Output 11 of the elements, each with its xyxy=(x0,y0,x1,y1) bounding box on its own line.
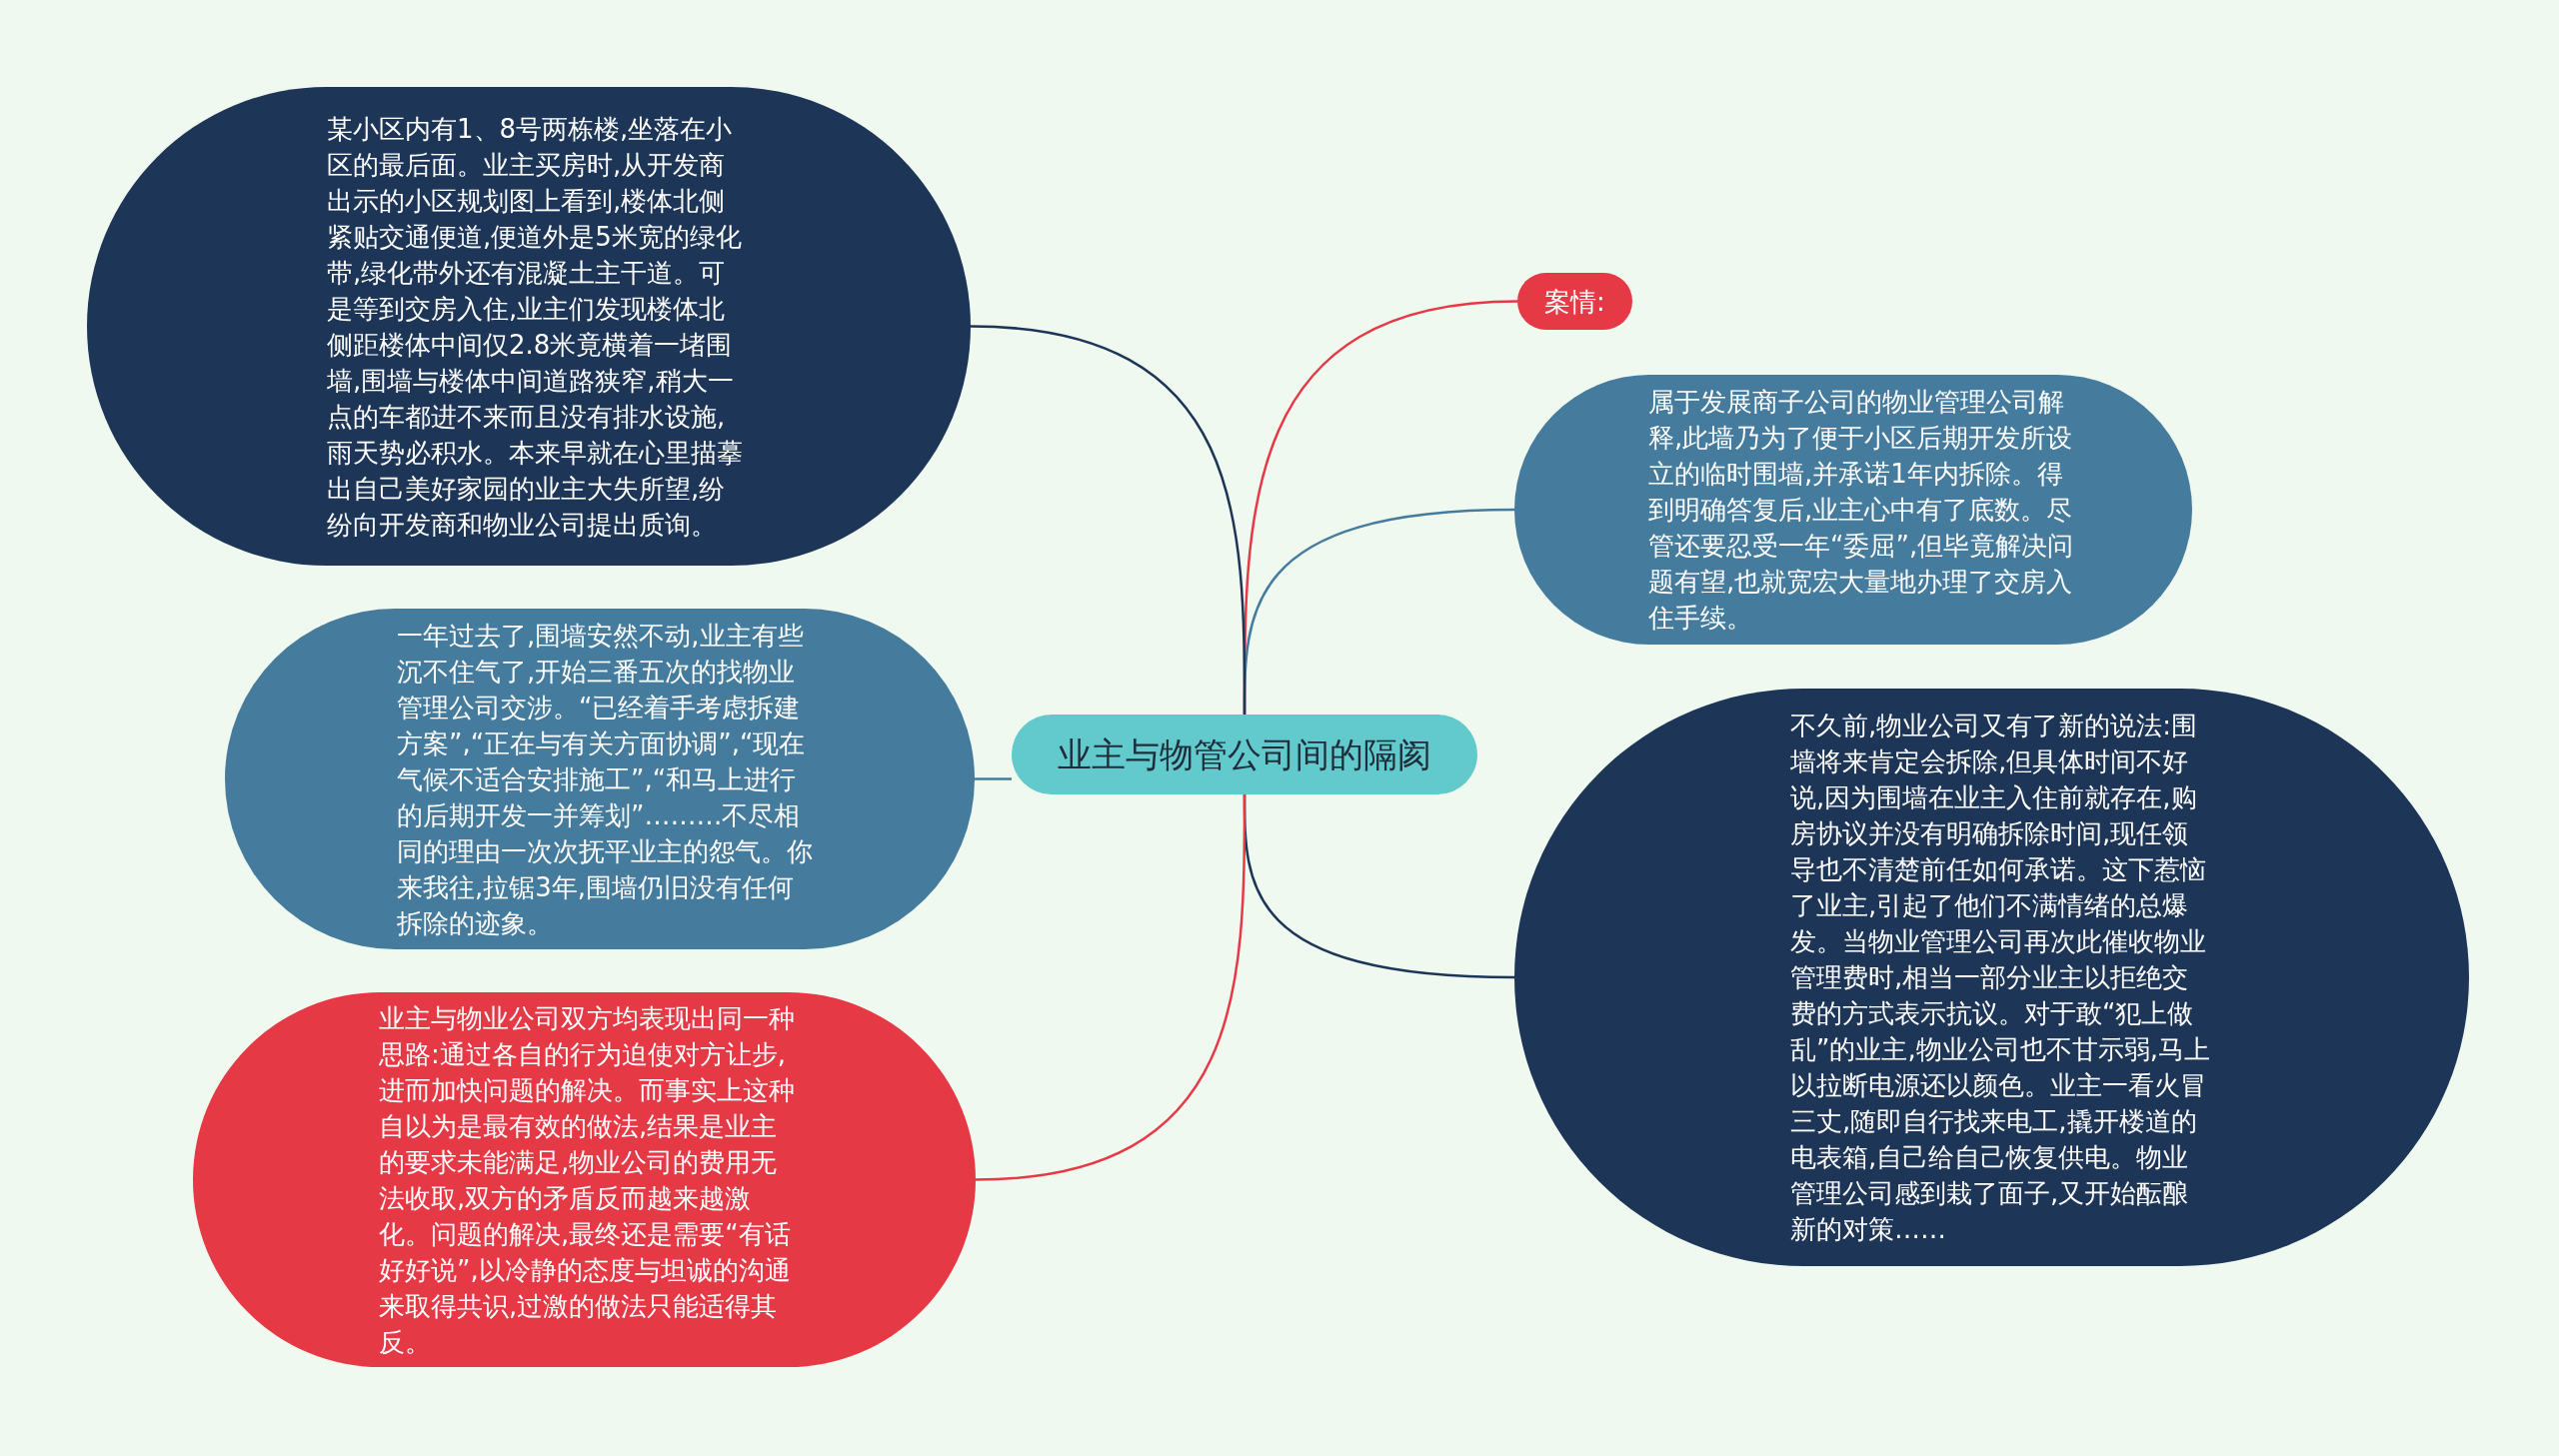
central-topic-text: 业主与物管公司间的隔阂 xyxy=(1058,736,1431,772)
topic-pill xyxy=(1517,273,1632,330)
connector-line xyxy=(975,794,1247,1181)
topic-text: 属于发展商子公司的物业管理公司解释,此墙乃为了便于小区后期开发所设立的临时围墙,并承诺1年内拆除。得到明确答复后,业主心中有了底数。尽管还要忍受一年“委屈”,但毕竟解决问题有望,也就宽宏大量地办理了交房入住手续。 xyxy=(1648,386,2075,635)
topic-text: 案情: xyxy=(1544,285,1605,319)
connector-line xyxy=(975,777,1012,780)
topic-text: 某小区内有1、8号两栋楼,坐落在小区的最后面。业主买房时,从开发商出示的小区规划图上看到,楼体北侧紧贴交通便道,便道外是5米宽的绿化带,绿化带外还有混凝土主干道。可是等到交房入住,业主们发现楼体北侧距楼体中间仅2.8米竟横着一堵围墙,围墙与楼体中间道路狭窄,稍大一点的车都进不来而且没有排水设施,雨天势必积水。本来早就在心里描摹出自己美好家园的业主大失所望,纷纷向开发商和物业公司提出质询。 xyxy=(327,112,744,542)
topic-text: 不久前,物业公司又有了新的说法:围墙将来肯定会拆除,但具体时间不好说,因为围墙在业主入住前就存在,购房协议并没有明确拆除时间,现任领导也不清楚前任如何承诺。这下惹恼了业主,引起了他们不满情绪的总爆发。当物业管理公司再次此催收物业管理费时,相当一部分业主以拒绝交费的方式表示抗议。对于敢“犯上做乱”的业主,物业公司也不甘示弱,马上以拉断电源还以颜色。业主一看火冒三丈,随即自行找来电工,撬开楼道的电表箱,自己给自己恢复供电。物业管理公司感到栽了面子,又开始酝酿新的对策…… xyxy=(1790,710,2210,1246)
connector-line xyxy=(970,325,1247,715)
topic-text: 一年过去了,围墙安然不动,业主有些沉不住气了,开始三番五次的找物业管理公司交涉。“已经着手考虑拆建方案”,“正在与有关方面协调”,“现在气候不适合安排施工”,“和马上进行的后期开发一并筹划”………不尽相同的理由一次次抚平业主的怨气。你来我往,拉锯3年,围墙仍旧没有任何拆除的迹象。 xyxy=(397,619,814,940)
topic-text: 业主与物业公司双方均表现出同一种思路:通过各自的行为迫使对方让步,进而加快问题的解决。而事实上这种自以为是最有效的做法,结果是业主的要求未能满足,物业公司的费用无法收取,双方的矛盾反而越来越激化。问题的解决,最终还是需要“有话好好说”,以冷静的态度与坦诚的沟通来取得共识,过激的做法只能适得其反。 xyxy=(379,1001,796,1359)
